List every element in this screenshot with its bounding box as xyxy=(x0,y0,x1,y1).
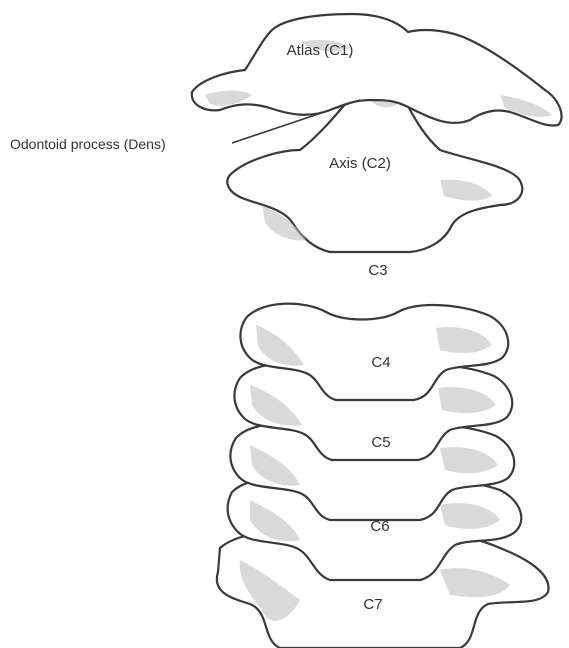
label-c7: C7 xyxy=(363,596,382,613)
label-c4: C4 xyxy=(371,354,390,371)
label-odontoid: Odontoid process (Dens) xyxy=(10,136,166,152)
label-axis: Axis (C2) xyxy=(329,155,391,172)
label-atlas: Atlas (C1) xyxy=(287,42,354,59)
label-c6: C6 xyxy=(370,518,389,535)
label-c5: C5 xyxy=(371,434,390,451)
label-c3: C3 xyxy=(368,262,387,279)
